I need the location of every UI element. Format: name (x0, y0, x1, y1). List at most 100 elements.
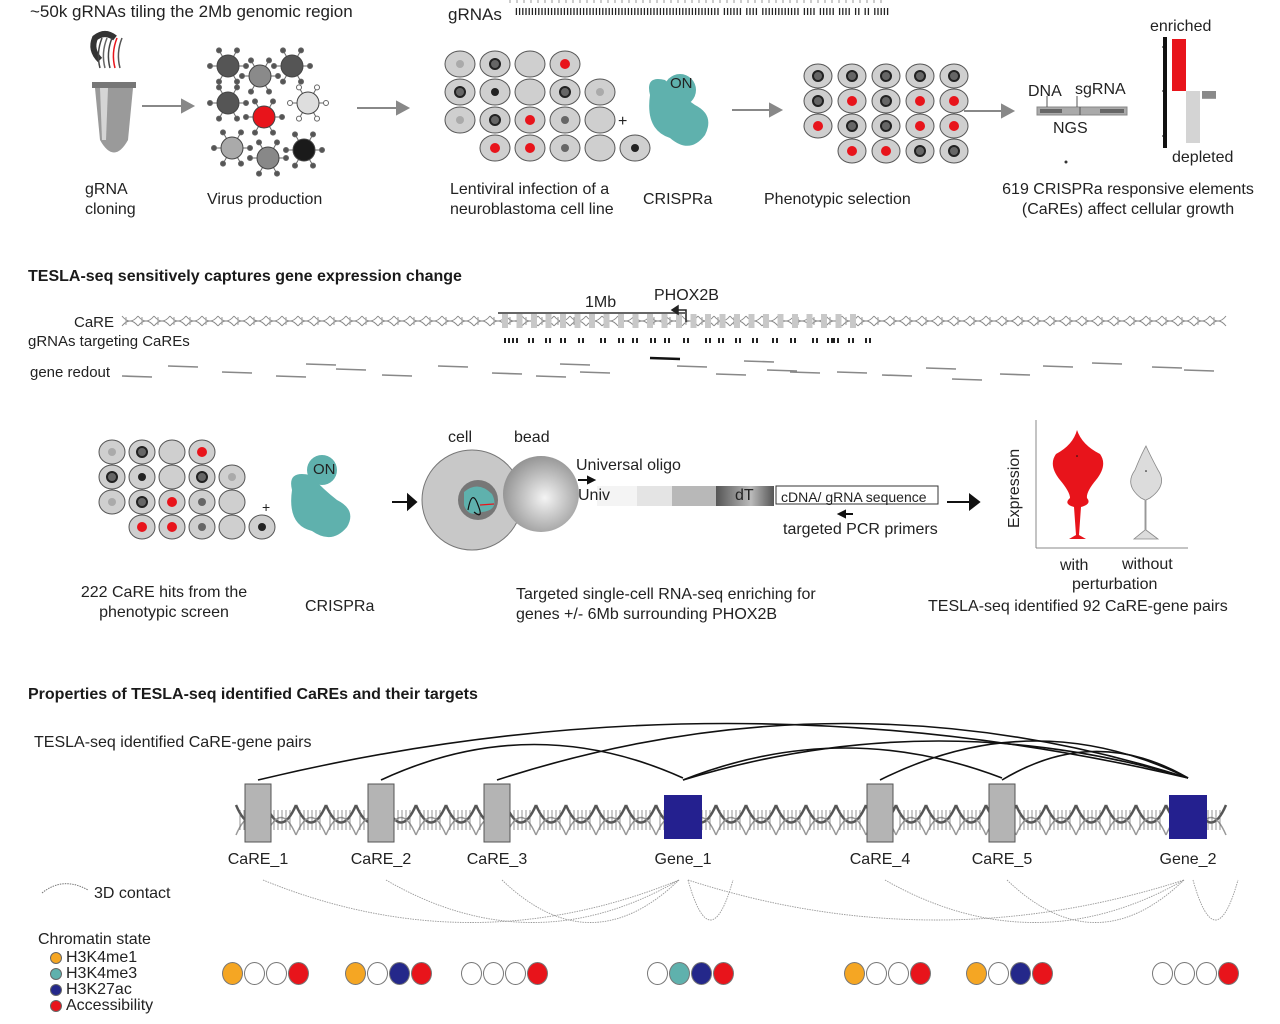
legend-swatch-icon (50, 984, 62, 996)
legend-title: Chromatin state (38, 930, 153, 950)
element-label-CaRE_1: CaRE_1 (218, 850, 298, 870)
pair-arc (258, 723, 1188, 780)
state-dot-h3k27ac (1010, 962, 1031, 985)
element-boxes (245, 784, 1207, 842)
chromatin-state-CaRE_5 (966, 962, 1054, 985)
state-dot-absent (461, 962, 482, 985)
chromatin-state-CaRE_3 (461, 962, 549, 985)
legend-item-h3k4me3: H3K4me3 (50, 966, 153, 982)
helix-strand (806, 818, 836, 836)
contact-arc (263, 880, 679, 923)
element-label-CaRE_2: CaRE_2 (341, 850, 421, 870)
helix-strand (1046, 805, 1076, 823)
chromatin-state-Gene_2 (1152, 962, 1240, 985)
state-dot-h3k4me3 (669, 962, 690, 985)
state-dot-h3k27ac (389, 962, 410, 985)
chromatin-state-CaRE_4 (844, 962, 932, 985)
helix-strand (596, 818, 626, 836)
helix-strand (446, 805, 476, 823)
helix-strand (1046, 818, 1076, 836)
element-label-Gene_2: Gene_2 (1148, 850, 1228, 870)
helix-strand (416, 818, 446, 836)
helix-strand (1016, 805, 1046, 823)
state-dot-absent (1152, 962, 1173, 985)
3d-contact-arcs (263, 880, 1238, 923)
helix-strand (566, 805, 596, 823)
helix-strand (326, 805, 356, 823)
care-box-CaRE_3 (484, 784, 510, 842)
chromatin-state-CaRE_1 (222, 962, 310, 985)
helix-strand (776, 818, 806, 836)
element-label-Gene_1: Gene_1 (643, 850, 723, 870)
legend-swatch-icon (50, 1000, 62, 1012)
state-dot-accessibility (910, 962, 931, 985)
state-dot-absent (647, 962, 668, 985)
state-dot-absent (866, 962, 887, 985)
helix-strand (1136, 805, 1166, 823)
legend-swatch-icon (50, 952, 62, 964)
helix-strand (806, 805, 836, 823)
helix-strand (836, 818, 866, 836)
care-gene-pair-arcs (258, 723, 1188, 780)
legend-swatch-icon (50, 968, 62, 980)
helix-strand (296, 805, 326, 823)
care-box-CaRE_5 (989, 784, 1015, 842)
3d-contact-legend-icon (42, 884, 88, 893)
helix-strand (926, 805, 956, 823)
helix-strand (896, 818, 926, 836)
state-dot-absent (888, 962, 909, 985)
helix-strand (1016, 818, 1046, 836)
pair-arc (381, 744, 683, 780)
helix-strand (596, 805, 626, 823)
helix-strand (956, 805, 986, 823)
state-dot-absent (244, 962, 265, 985)
helix-strand (776, 805, 806, 823)
state-dot-h3k27ac (691, 962, 712, 985)
helix-strand (716, 805, 746, 823)
state-dot-h3k4me1 (222, 962, 243, 985)
helix-strand (746, 805, 776, 823)
helix-strand (326, 818, 356, 836)
state-dot-accessibility (1032, 962, 1053, 985)
state-dot-accessibility (411, 962, 432, 985)
helix-strand (1076, 818, 1106, 836)
helix-strand (926, 818, 956, 836)
legend-item-accessibility: Accessibility (50, 998, 153, 1014)
element-label-CaRE_5: CaRE_5 (962, 850, 1042, 870)
helix-strand (566, 818, 596, 836)
element-label-CaRE_3: CaRE_3 (457, 850, 537, 870)
helix-strand (1106, 805, 1136, 823)
state-dot-absent (1196, 962, 1217, 985)
contact-arc (1007, 880, 1184, 923)
helix-strand (956, 818, 986, 836)
state-dot-absent (266, 962, 287, 985)
contact-arc (688, 880, 1184, 920)
element-label-CaRE_4: CaRE_4 (840, 850, 920, 870)
pair-arc (683, 741, 1188, 780)
contact-arc (1193, 880, 1238, 920)
state-dot-accessibility (288, 962, 309, 985)
contact-arc (386, 880, 679, 923)
state-dot-h3k4me1 (345, 962, 366, 985)
helix-strand (536, 818, 566, 836)
helix-strand (296, 818, 326, 836)
state-dot-accessibility (527, 962, 548, 985)
legend-item-h3k27ac: H3K27ac (50, 982, 153, 998)
care-box-CaRE_4 (867, 784, 893, 842)
state-dot-absent (988, 962, 1009, 985)
helix-strand (1136, 818, 1166, 836)
contact-arc (688, 880, 733, 920)
legend-label: Accessibility (66, 997, 153, 1015)
chromatin-legend: Chromatin state H3K4me1H3K4me3H3K27acAcc… (38, 930, 153, 1014)
state-dot-absent (367, 962, 388, 985)
state-dot-h3k4me1 (966, 962, 987, 985)
state-dot-absent (1174, 962, 1195, 985)
state-dot-absent (483, 962, 504, 985)
helix-strand (446, 818, 476, 836)
care-box-CaRE_1 (245, 784, 271, 842)
state-dot-h3k4me1 (844, 962, 865, 985)
helix-strand (536, 805, 566, 823)
pair-arc (683, 748, 1002, 780)
contact-arc (885, 880, 1184, 923)
